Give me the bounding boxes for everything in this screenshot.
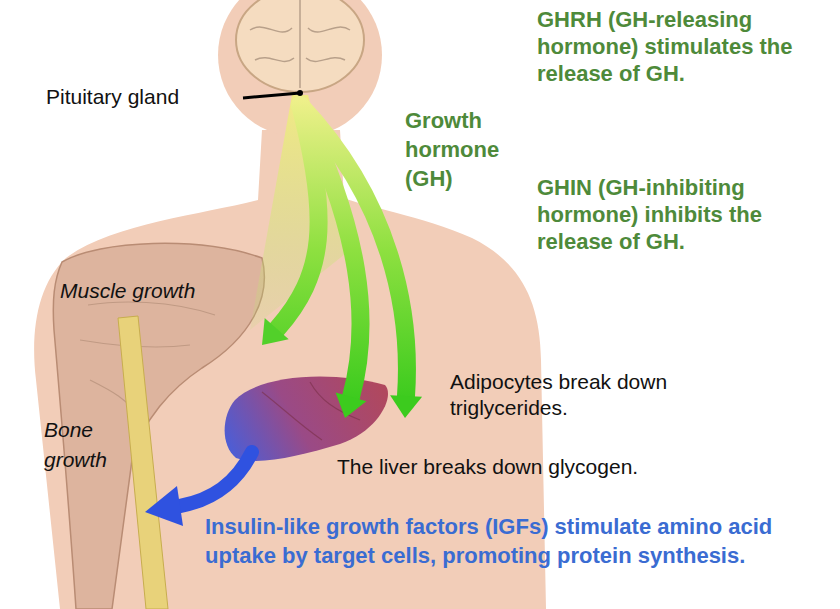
leader-line bbox=[243, 93, 300, 98]
muscle-fibres bbox=[80, 302, 215, 420]
brain-folds bbox=[250, 0, 350, 88]
note: GHRH (GH-releasing hormone) stimulates t… bbox=[537, 6, 819, 87]
arm-bone bbox=[118, 316, 168, 609]
arrowhead bbox=[336, 392, 367, 418]
note: GHIN (GH-inhibiting hormone) inhibits th… bbox=[537, 174, 819, 255]
pituitary-dot bbox=[297, 90, 303, 96]
arrowhead bbox=[145, 486, 183, 526]
effect-label: Bone growth bbox=[44, 415, 136, 475]
arrowhead bbox=[262, 318, 289, 345]
brain bbox=[236, 0, 364, 92]
arrowhead bbox=[390, 395, 422, 418]
effect-label: The liver breaks down glycogen. bbox=[337, 454, 727, 479]
gh-arrow-adipocytes bbox=[300, 105, 407, 396]
effect-label: Muscle growth bbox=[60, 278, 250, 303]
note: Insulin-like growth factors (IGFs) stimu… bbox=[205, 512, 830, 570]
part-label: Pituitary gland bbox=[46, 84, 246, 109]
hormone-label: Growth hormone (GH) bbox=[405, 106, 523, 193]
effect-label: Adipocytes break down triglycerides. bbox=[450, 369, 750, 421]
igf-arrow bbox=[180, 452, 252, 506]
